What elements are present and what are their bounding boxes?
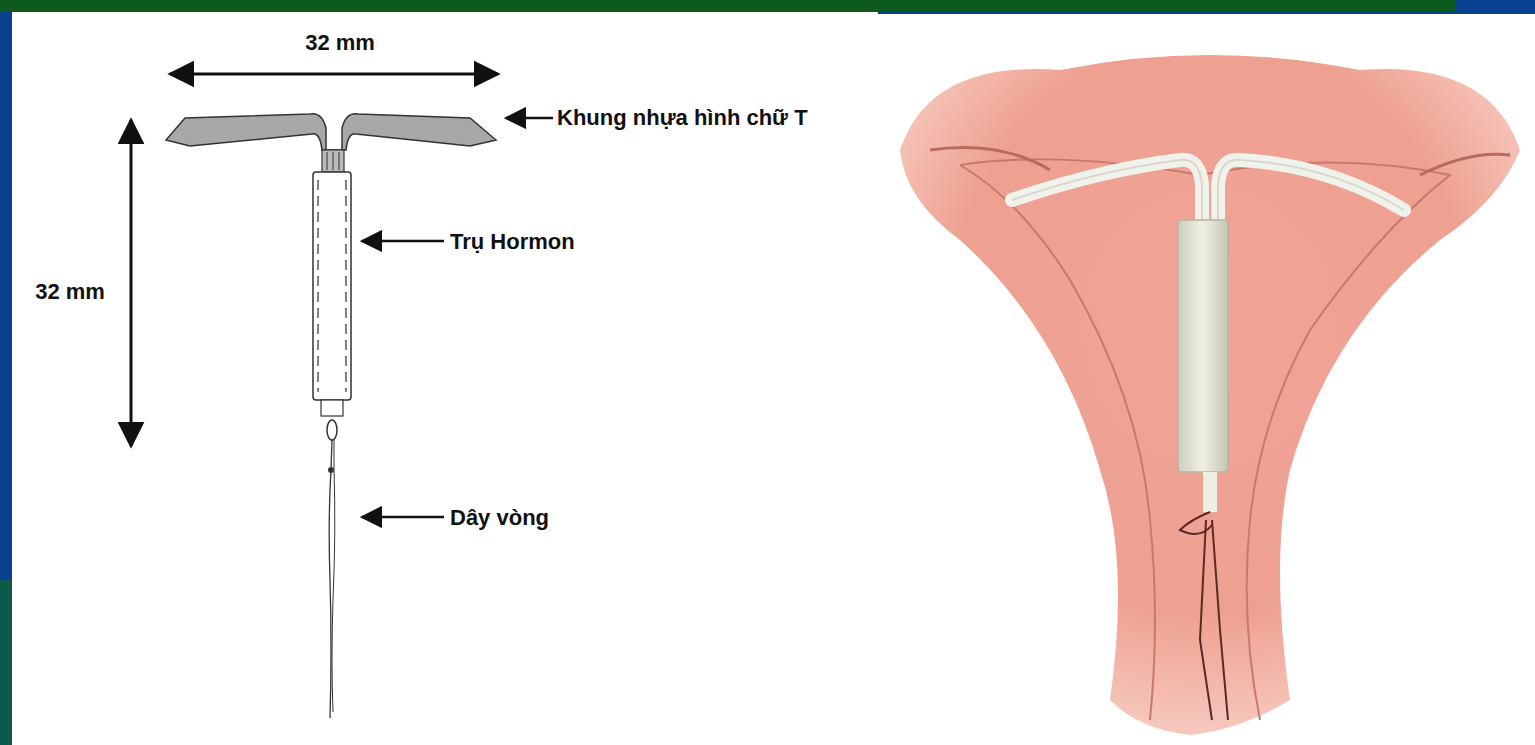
device-cylinder xyxy=(1178,220,1228,472)
part-label: Trụ Hormon xyxy=(448,230,577,254)
device-frame-edge xyxy=(1012,160,1404,220)
stem-tip xyxy=(321,400,343,416)
string-2 xyxy=(332,440,335,712)
uterus xyxy=(900,55,1520,735)
device-frame xyxy=(1012,160,1404,220)
top-bar xyxy=(0,0,1455,12)
side-bar xyxy=(0,580,12,745)
dimension-label: 32 mm xyxy=(303,31,377,55)
part-label: Dây vòng xyxy=(448,506,551,530)
width-arrow xyxy=(170,73,498,76)
device-stem xyxy=(1203,472,1217,512)
uterine-cavity-left xyxy=(960,165,1155,720)
leader-arrow xyxy=(506,117,553,120)
fallopian-left xyxy=(930,148,1050,171)
leader-arrow xyxy=(362,240,444,243)
fallopian-right xyxy=(1420,154,1510,175)
dimension-label: 32 mm xyxy=(33,280,107,304)
uterine-cavity-right xyxy=(960,159,1450,720)
hormone-cylinder xyxy=(313,172,351,400)
string-loop xyxy=(327,420,337,440)
part-label: Khung nhựa hình chữ T xyxy=(555,106,810,130)
leader-arrow xyxy=(362,516,444,519)
right-panel xyxy=(878,14,1535,745)
height-arrow xyxy=(130,120,133,446)
device-strings xyxy=(1180,512,1228,720)
stem-neck xyxy=(322,150,344,172)
t-frame xyxy=(166,114,496,150)
left-panel xyxy=(12,12,878,745)
top-bar-end xyxy=(1455,0,1535,12)
string xyxy=(329,440,332,718)
